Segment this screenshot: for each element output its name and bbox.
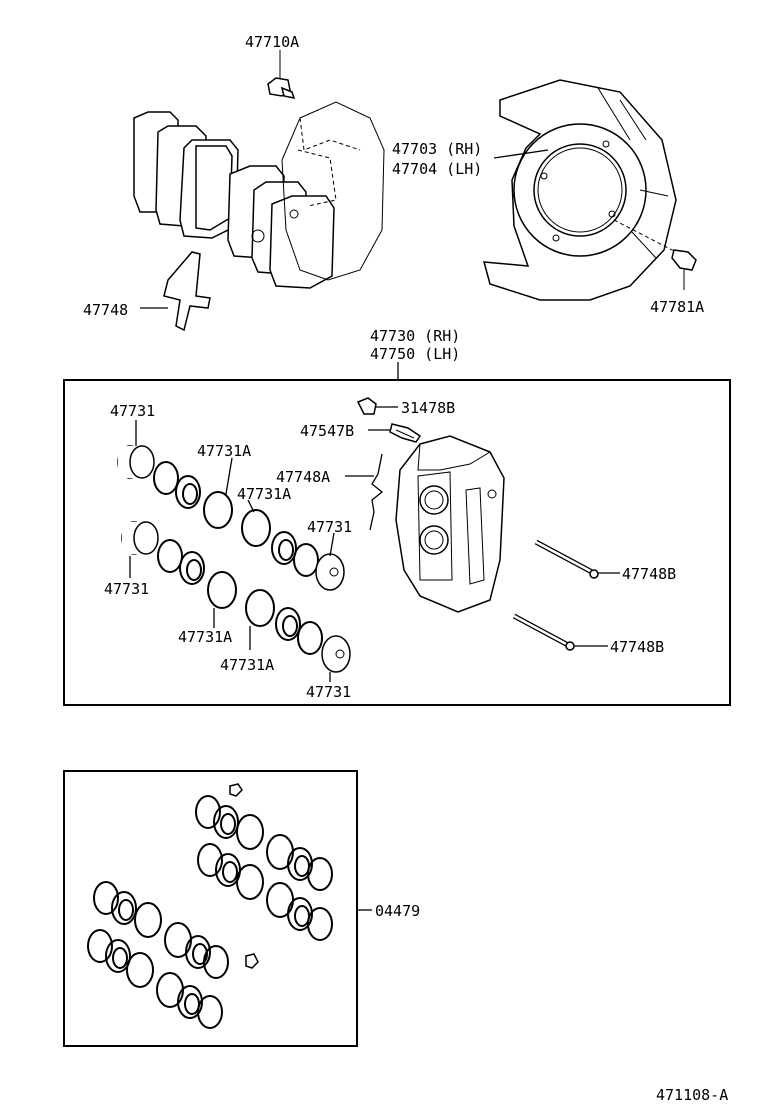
label-47731a-2: 47731A <box>237 485 291 503</box>
figure-id: 471108-A <box>656 1086 728 1104</box>
brake-pads <box>133 111 335 289</box>
label-47731-right: 47731 <box>307 518 352 536</box>
label-47748b-lower: 47748B <box>610 638 664 656</box>
label-47748a: 47748A <box>276 468 330 486</box>
pin-47748b-upper <box>534 539 599 579</box>
label-47731a-4: 47731A <box>220 656 274 674</box>
piston-row-upper-left <box>117 445 233 529</box>
pin-47748b-lower <box>512 613 575 651</box>
bleeder-cap-31478b <box>356 397 377 415</box>
label-47703: 47703 (RH) <box>392 140 482 158</box>
clip-47748a <box>369 453 384 531</box>
piston-row-upper-right <box>241 509 345 591</box>
label-47704: 47704 (LH) <box>392 160 482 178</box>
pad-spring-47748 <box>163 251 211 332</box>
piston-row-lower-right <box>245 589 351 673</box>
label-47731-mid-left: 47731 <box>104 580 149 598</box>
caliper-outline <box>281 101 385 281</box>
label-47730: 47730 (RH) <box>370 327 460 345</box>
label-47731a-1: 47731A <box>197 442 251 460</box>
label-47781a: 47781A <box>650 298 704 316</box>
seal-kit-parts <box>87 783 333 1029</box>
bolt-47781a <box>613 219 697 290</box>
label-47547b: 47547B <box>300 422 354 440</box>
piston-row-lower-left <box>121 521 237 609</box>
label-47731-top-left: 47731 <box>110 402 155 420</box>
label-47731-bottom: 47731 <box>306 683 351 701</box>
label-47731a-3: 47731A <box>178 628 232 646</box>
label-31478b: 31478B <box>401 399 455 417</box>
caliper-body <box>395 435 505 613</box>
label-47750: 47750 (LH) <box>370 345 460 363</box>
dust-shield <box>482 79 677 301</box>
seal-kit-box <box>63 770 358 1047</box>
bleeder-plug-47547b <box>389 423 422 443</box>
label-47748: 47748 <box>83 301 128 319</box>
caliper-assembly-box <box>63 379 731 706</box>
label-47710a: 47710A <box>245 33 299 51</box>
bolt-47710a <box>267 50 296 99</box>
label-47748b-upper: 47748B <box>622 565 676 583</box>
label-04479: 04479 <box>375 902 420 920</box>
